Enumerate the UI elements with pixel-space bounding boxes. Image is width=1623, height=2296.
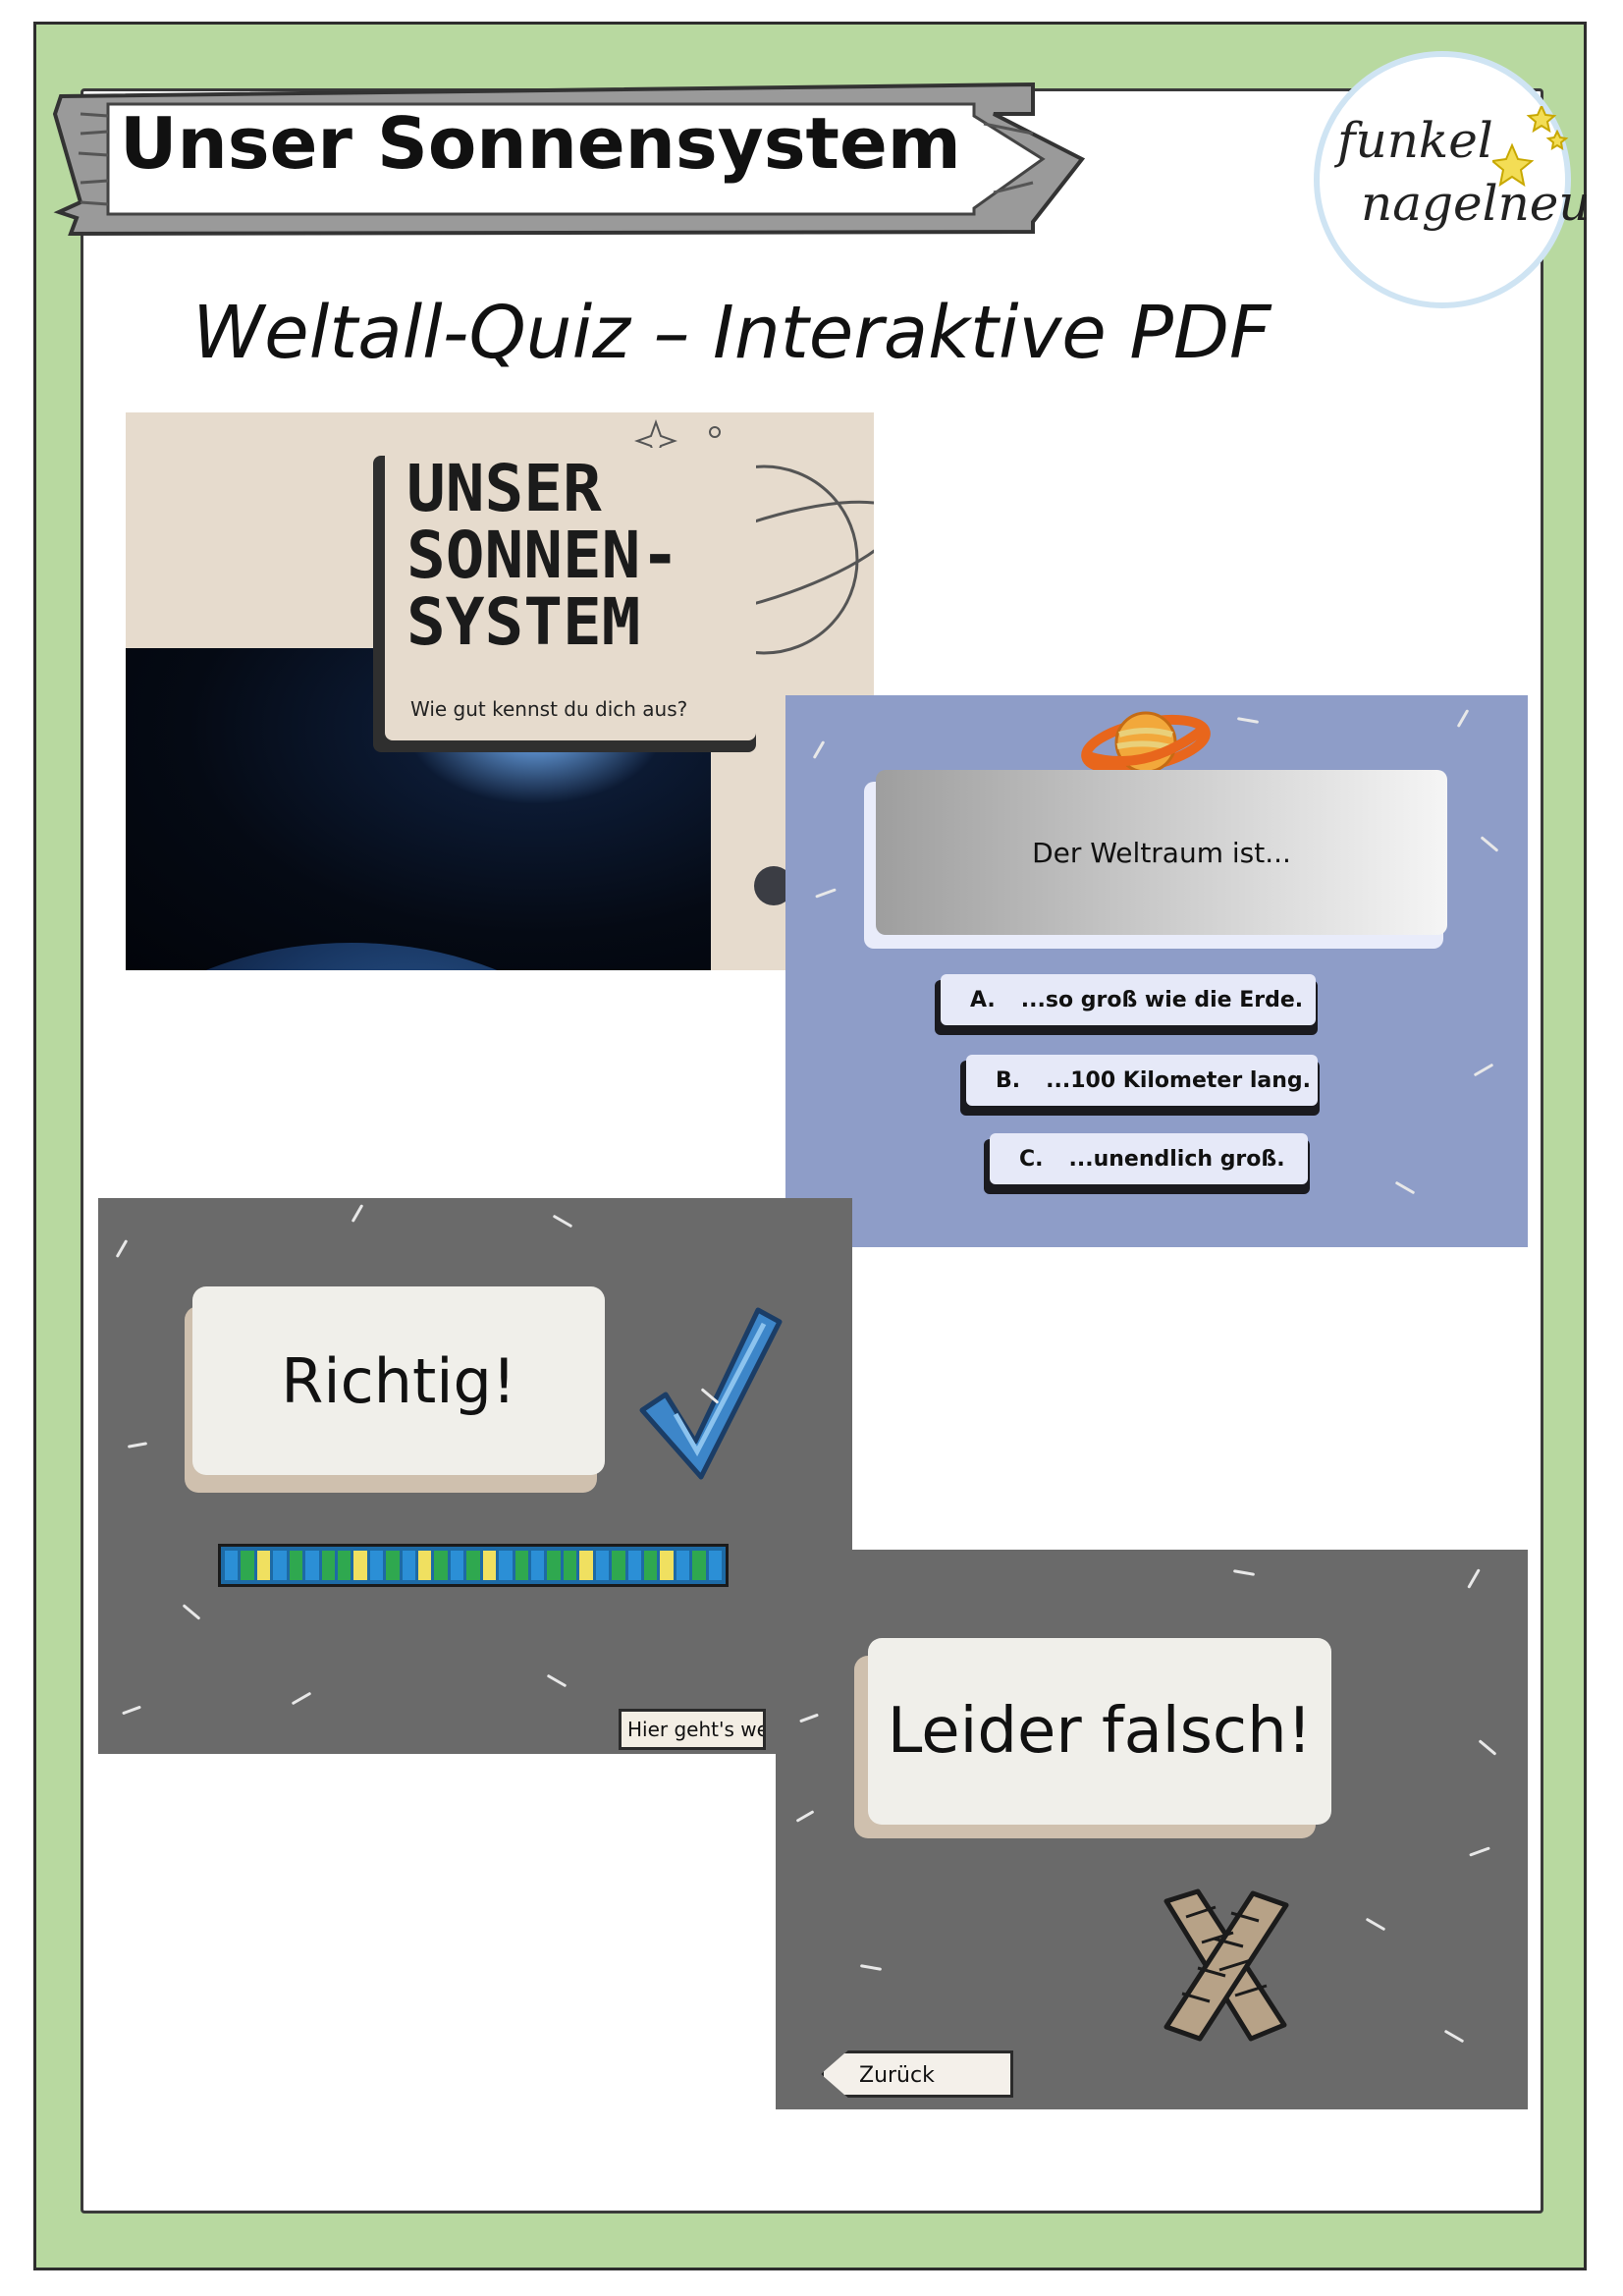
slide-correct-preview: Richtig! Hier geht's we <box>98 1198 852 1754</box>
answer-letter: A. <box>970 987 996 1012</box>
planet-icon <box>1081 711 1211 775</box>
cross-icon <box>1163 1888 1289 2042</box>
brand-logo: funkel nagelneu <box>1314 51 1591 308</box>
answer-letter: C. <box>1019 1146 1044 1172</box>
slide-title-preview: UNSER SONNEN- SYSTEM Wie gut kennst du d… <box>126 412 874 970</box>
logo-text-line1: funkel <box>1337 112 1493 169</box>
answer-text: ...100 Kilometer lang. <box>1046 1067 1311 1093</box>
slide-title-question: Wie gut kennst du dich aus? <box>410 697 688 721</box>
answer-c-button[interactable]: C. ...unendlich groß. <box>990 1133 1308 1184</box>
answer-text: ...so groß wie die Erde. <box>1020 987 1304 1012</box>
question-text: Der Weltraum ist... <box>1032 836 1291 869</box>
answer-a-button[interactable]: A. ...so groß wie die Erde. <box>941 974 1316 1025</box>
slide-title-heading: UNSER SONNEN- SYSTEM <box>406 451 680 660</box>
title-card <box>385 448 756 740</box>
answer-letter: B. <box>996 1067 1021 1093</box>
answer-b-button[interactable]: B. ...100 Kilometer lang. <box>966 1055 1318 1106</box>
back-button[interactable]: Zurück <box>821 2050 1013 2098</box>
slide-question-preview: Der Weltraum ist... A. ...so groß wie di… <box>785 695 1528 1247</box>
continue-button[interactable]: Hier geht's we <box>619 1709 766 1750</box>
page-subtitle: Weltall-Quiz – Interaktive PDF <box>192 291 1271 375</box>
answer-text: ...unendlich groß. <box>1068 1146 1285 1172</box>
title-banner <box>52 82 1086 237</box>
checkmark-icon <box>639 1307 783 1480</box>
sparkle-icon <box>1492 106 1569 188</box>
logo-text-line2: nagelneu <box>1361 175 1591 232</box>
wrong-message: Leider falsch! <box>868 1638 1331 1825</box>
correct-message: Richtig! <box>192 1286 605 1475</box>
slide-wrong-preview: Leider falsch! Zurück <box>776 1550 1528 2109</box>
question-box <box>876 770 1447 935</box>
page-title: Unser Sonnensystem <box>120 102 961 185</box>
progress-bar <box>218 1544 729 1587</box>
